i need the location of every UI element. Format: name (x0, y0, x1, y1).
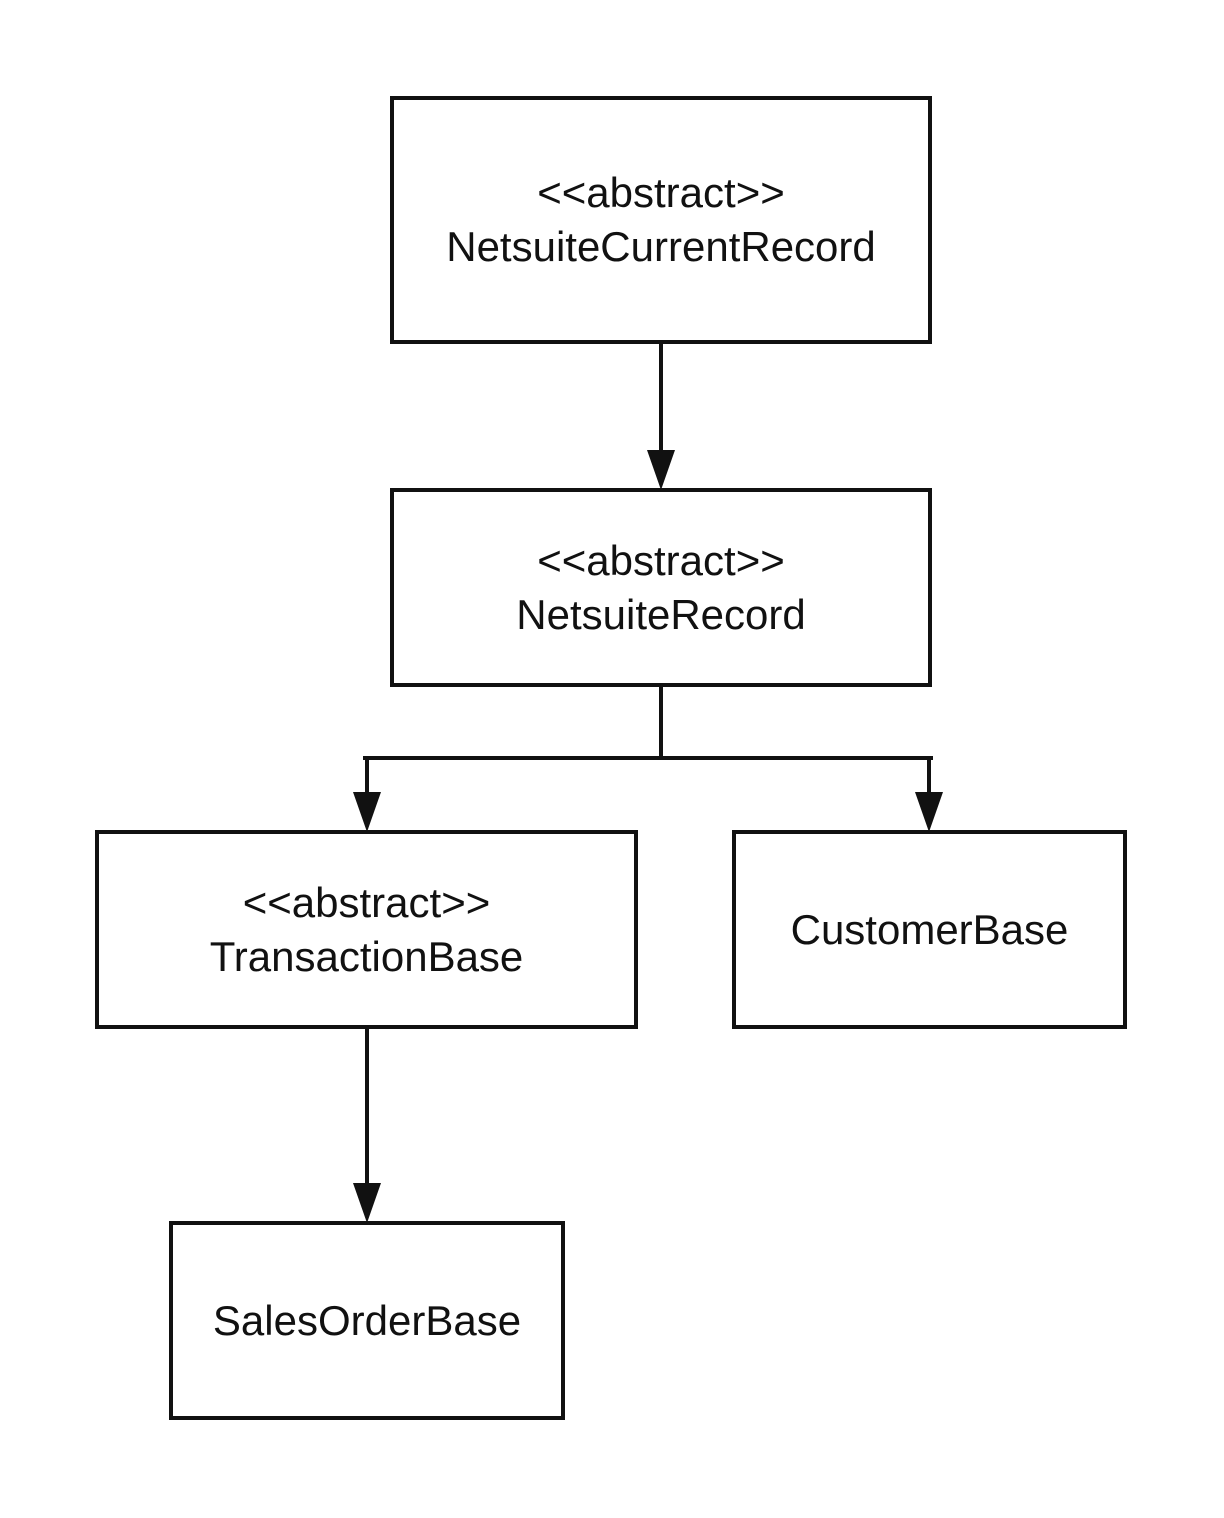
node-sales-order-base[interactable]: SalesOrderBase (169, 1221, 565, 1420)
arrowhead-icon (647, 450, 675, 490)
class-name-label: NetsuiteCurrentRecord (446, 223, 876, 270)
node-customer-base[interactable]: CustomerBase (732, 830, 1127, 1029)
edge-record-to-children (353, 687, 943, 832)
edge-current-to-record (647, 344, 675, 490)
stereotype-label: <<abstract>> (242, 878, 491, 926)
stereotype-label: <<abstract>> (537, 536, 785, 584)
stereotype-label: <<abstract>> (537, 169, 785, 216)
arrowhead-icon (915, 792, 943, 832)
class-name-label: TransactionBase (209, 932, 524, 980)
node-netsuite-record[interactable]: <<abstract>> NetsuiteRecord (390, 488, 932, 687)
class-name-label: NetsuiteRecord (516, 590, 806, 638)
node-netsuite-current-record[interactable]: <<abstract>> NetsuiteCurrentRecord (390, 96, 932, 344)
node-transaction-base[interactable]: <<abstract>> TransactionBase (95, 830, 638, 1029)
arrowhead-icon (353, 1183, 381, 1223)
class-name-label: CustomerBase (790, 905, 1069, 953)
arrowhead-icon (353, 792, 381, 832)
class-name-label: SalesOrderBase (212, 1296, 522, 1344)
edge-transaction-to-salesorder (353, 1029, 381, 1223)
